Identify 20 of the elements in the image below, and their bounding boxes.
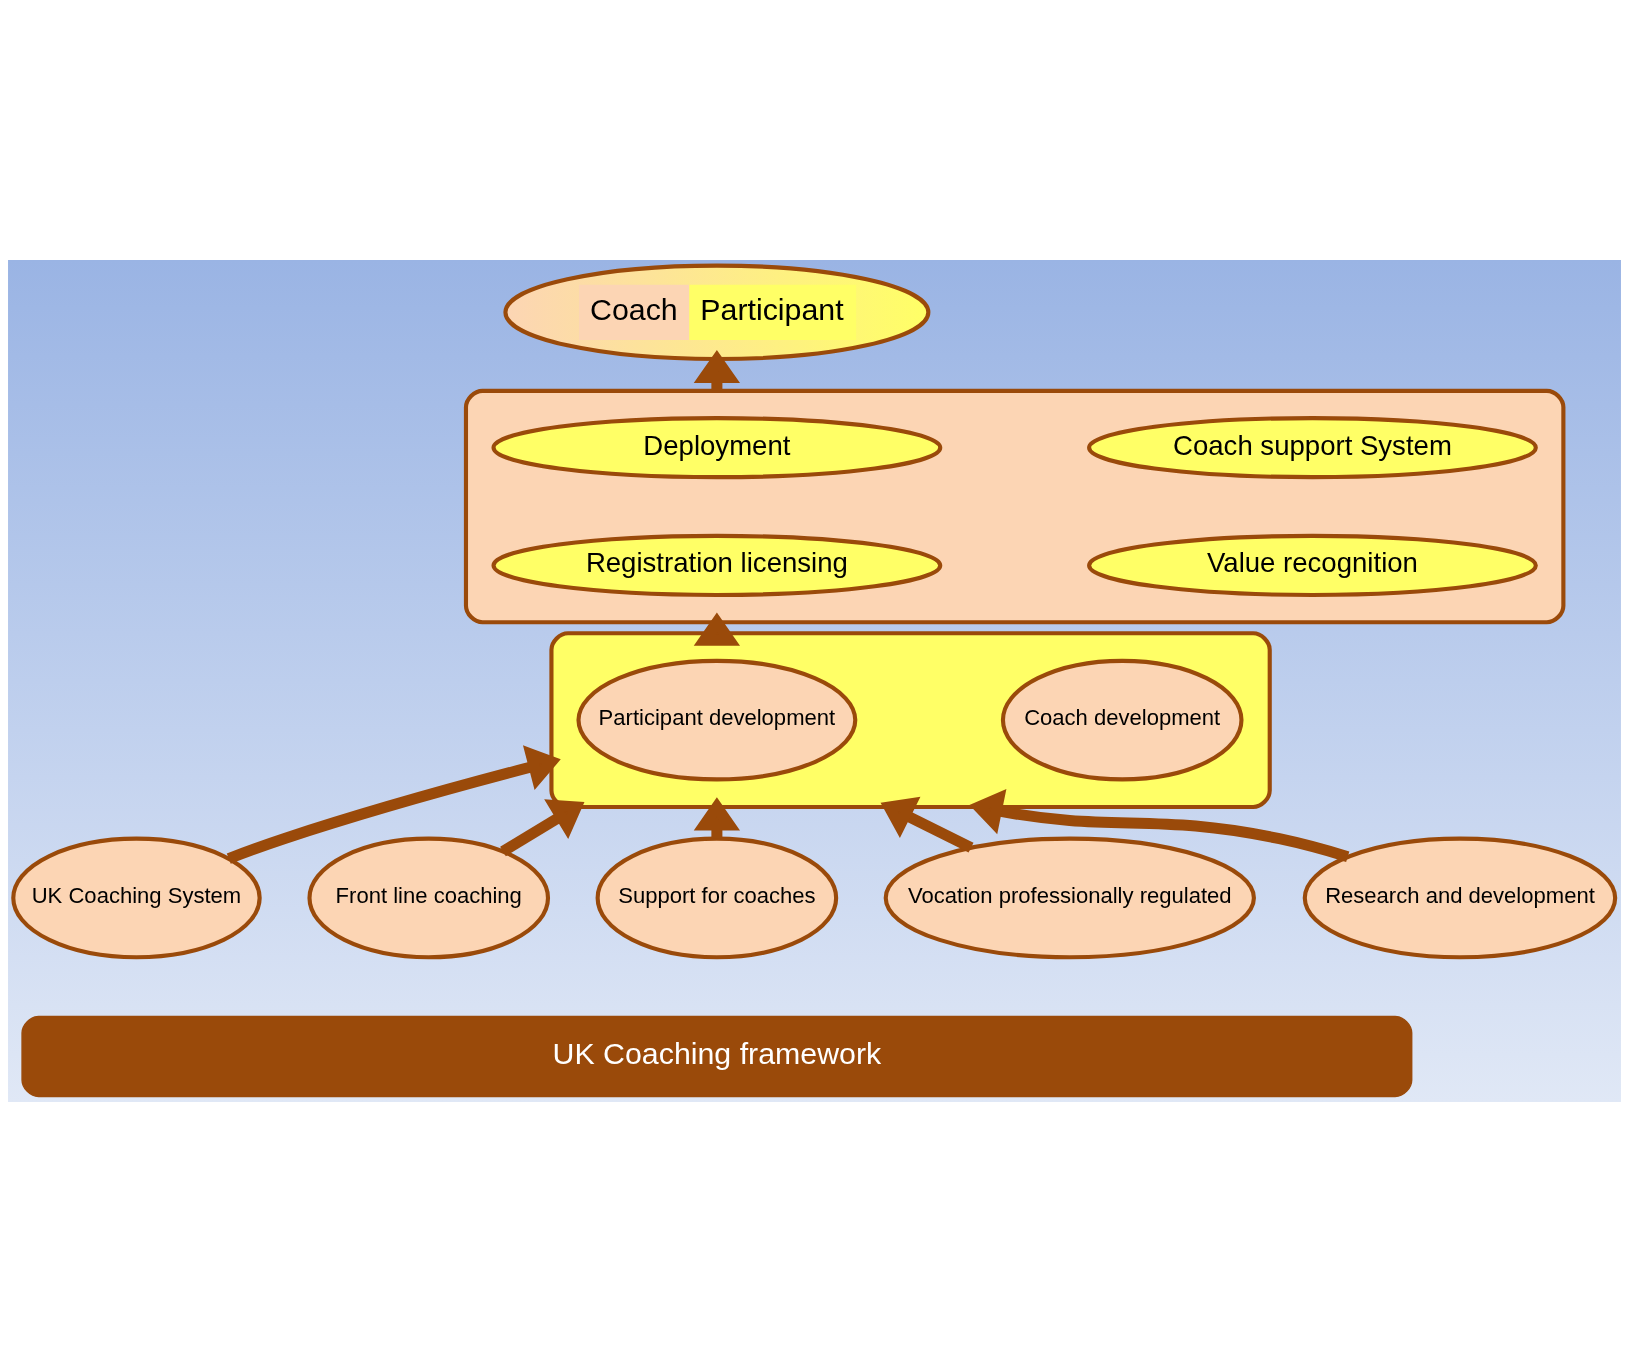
node-ellipse: Participant development [576, 658, 858, 781]
arrow [880, 796, 974, 852]
arrow [969, 788, 1350, 862]
node-box: UK Coaching framework [21, 1015, 1413, 1097]
node-ellipse: Coach support System [1087, 415, 1538, 479]
node-ellipse: Deployment [491, 415, 943, 479]
cluster [549, 630, 1272, 809]
node-ellipse: UK Coaching System [11, 836, 262, 959]
node-ellipse: Value recognition [1087, 533, 1538, 597]
cluster [463, 388, 1566, 624]
node-ellipse: Coach Participant [503, 263, 931, 361]
node-ellipse: Support for coaches [595, 836, 839, 959]
node-ellipse: Vocation professionally regulated [883, 836, 1256, 959]
arrow [500, 798, 585, 856]
arrow [693, 612, 741, 646]
node-ellipse: Research and development [1302, 836, 1618, 959]
node-ellipse: Coach development [1000, 658, 1244, 781]
node-ellipse: Registration licensing [491, 533, 943, 597]
node-ellipse: Front line coaching [307, 836, 551, 959]
arrow [226, 744, 561, 864]
